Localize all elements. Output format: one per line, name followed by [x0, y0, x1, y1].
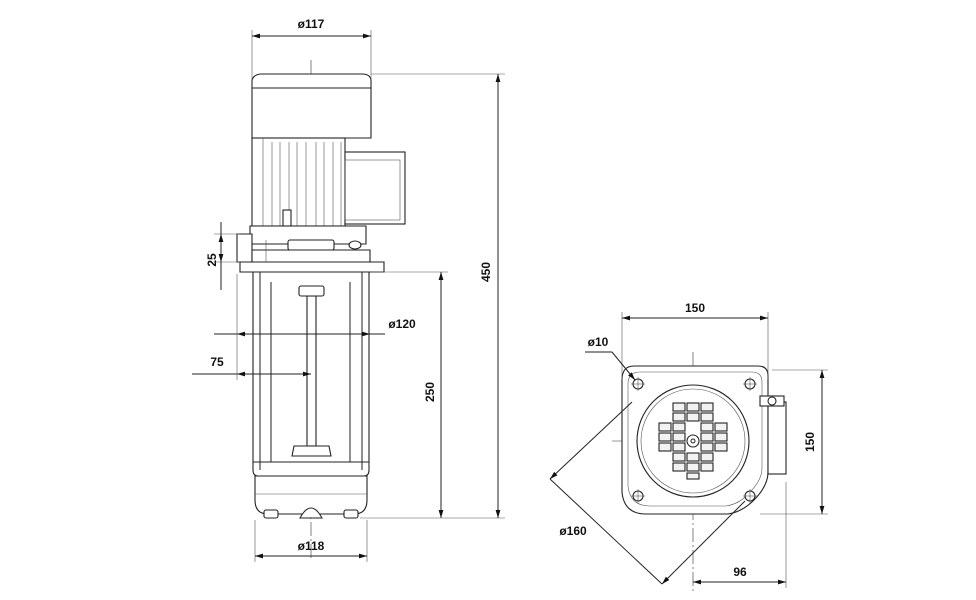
dim-flange-thickness: 25 [205, 253, 219, 267]
side-view: ø117 450 25 ø120 75 250 ø118 [192, 17, 505, 562]
dim-tank-diameter: ø120 [388, 317, 416, 331]
dim-outlet-offset: 96 [733, 565, 747, 579]
dim-base-diameter: ø118 [298, 539, 325, 553]
dim-total-height: 450 [479, 262, 493, 282]
motor [249, 73, 406, 251]
dim-immersion-depth: 250 [423, 382, 437, 402]
mounting-flange [236, 233, 385, 273]
pump-base [254, 475, 368, 519]
dim-top-width: 150 [685, 301, 705, 315]
dim-motor-diameter: ø117 [298, 17, 325, 31]
bolt-holes [631, 377, 757, 503]
outlet-port [767, 401, 787, 475]
dim-bolt-circle: ø160 [559, 524, 587, 538]
pump-shaft [306, 295, 317, 447]
dim-hole-diameter: ø10 [588, 335, 609, 349]
dim-top-height: 150 [803, 432, 817, 452]
top-view: 150 ø10 150 ø160 96 [549, 301, 828, 592]
fan-grille [658, 402, 728, 480]
dim-offset: 75 [210, 355, 224, 369]
terminal-box [344, 151, 406, 225]
